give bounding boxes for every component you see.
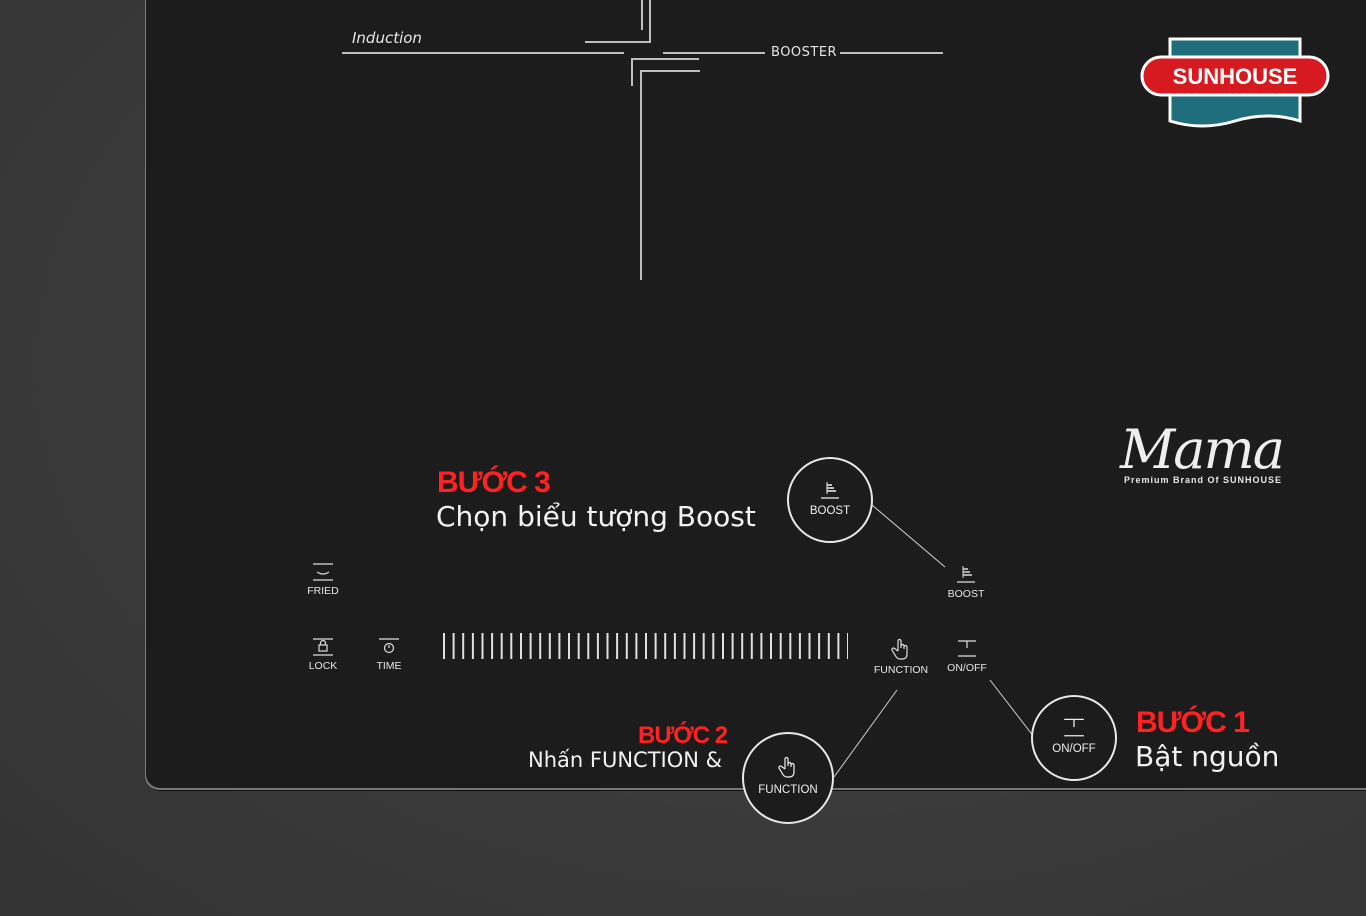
slider-segment[interactable] — [760, 633, 763, 659]
boost-label: BOOST — [947, 588, 985, 600]
boost-bars-icon — [821, 482, 839, 499]
lock-button[interactable]: LOCK — [303, 637, 343, 672]
slider-segment[interactable] — [510, 633, 513, 659]
slider-segment[interactable] — [847, 633, 849, 659]
slider-segment[interactable] — [568, 633, 570, 659]
power-icon — [1064, 718, 1084, 737]
slider-segment[interactable] — [827, 633, 830, 659]
slider-segment[interactable] — [693, 633, 696, 659]
series-tagline: Premium Brand Of SUNHOUSE — [1124, 475, 1283, 485]
slider-segment[interactable] — [520, 633, 522, 659]
fried-label: FRIED — [307, 585, 339, 597]
timer-icon — [379, 638, 399, 654]
slider-segment[interactable] — [452, 633, 455, 659]
slider-segment[interactable] — [654, 633, 657, 659]
slider-segment[interactable] — [635, 633, 638, 659]
slider-segment[interactable] — [770, 633, 772, 659]
slider-segment[interactable] — [443, 633, 445, 659]
logo-text: SUNHOUSE — [1173, 64, 1298, 89]
booster-zone-label: BOOSTER — [771, 45, 838, 60]
slider-segment[interactable] — [722, 633, 724, 659]
time-label: TIME — [376, 660, 402, 672]
slider-segment[interactable] — [808, 633, 811, 659]
fried-button[interactable]: FRIED — [303, 562, 343, 597]
time-button[interactable]: TIME — [369, 637, 409, 672]
function-button[interactable]: FUNCTION — [870, 637, 932, 676]
slider-segment[interactable] — [539, 633, 542, 659]
slider-segment[interactable] — [471, 633, 474, 659]
power-slider[interactable] — [442, 633, 849, 665]
step1-title: BƯỚC 1 — [1136, 706, 1250, 739]
slider-segment[interactable] — [837, 633, 840, 659]
slider-segment[interactable] — [750, 633, 753, 659]
slider-segment[interactable] — [596, 633, 599, 659]
sunhouse-logo: SUNHOUSE — [1140, 37, 1330, 135]
slider-segment[interactable] — [673, 633, 676, 659]
boost-button[interactable]: BOOST — [945, 563, 987, 600]
slider-segment[interactable] — [491, 633, 494, 659]
slider-segment[interactable] — [818, 633, 821, 659]
step2-function-callout: FUNCTION — [742, 732, 834, 824]
step2-text: Nhấn FUNCTION & — [528, 748, 723, 772]
step2-title: BƯỚC 2 — [638, 722, 728, 749]
boost-bars-icon — [957, 566, 975, 583]
power-icon — [958, 640, 976, 657]
step3-title: BƯỚC 3 — [437, 466, 551, 499]
slider-segment[interactable] — [529, 633, 532, 659]
slider-segment[interactable] — [548, 633, 551, 659]
pan-icon — [313, 563, 333, 581]
slider-segment[interactable] — [625, 633, 628, 659]
slider-segment[interactable] — [587, 633, 590, 659]
onoff-label: ON/OFF — [947, 662, 987, 674]
cooktop-glass-panel — [146, 0, 1366, 788]
slider-segment[interactable] — [645, 633, 647, 659]
slider-segment[interactable] — [481, 633, 484, 659]
step2-icon-label: FUNCTION — [758, 784, 818, 796]
step1-icon-label: ON/OFF — [1052, 743, 1096, 755]
series-name: Mama — [1120, 418, 1285, 481]
slider-segment[interactable] — [779, 633, 782, 659]
step3-text: Chọn biểu tượng Boost — [436, 500, 756, 533]
slider-segment[interactable] — [798, 633, 801, 659]
induction-zone-label: Induction — [352, 29, 422, 47]
lock-label: LOCK — [308, 660, 338, 672]
slider-segment[interactable] — [558, 633, 561, 659]
onoff-button[interactable]: ON/OFF — [942, 637, 992, 674]
slider-segment[interactable] — [462, 633, 465, 659]
slider-segment[interactable] — [683, 633, 686, 659]
slider-segment[interactable] — [789, 633, 792, 659]
slider-segment[interactable] — [616, 633, 619, 659]
slider-segment[interactable] — [702, 633, 705, 659]
hand-pointer-icon — [891, 638, 908, 660]
step3-icon-label: BOOST — [809, 505, 851, 517]
slider-segment[interactable] — [712, 633, 715, 659]
step1-text: Bật nguồn — [1135, 740, 1280, 773]
slider-segment[interactable] — [664, 633, 667, 659]
slider-segment[interactable] — [577, 633, 580, 659]
function-label: FUNCTION — [873, 664, 929, 676]
step1-onoff-callout: ON/OFF — [1031, 695, 1117, 781]
step3-boost-callout: BOOST — [787, 457, 873, 543]
slider-segment[interactable] — [741, 633, 744, 659]
slider-segment[interactable] — [731, 633, 734, 659]
slider-segment[interactable] — [500, 633, 503, 659]
lock-icon — [313, 638, 333, 656]
hand-pointer-icon — [778, 756, 795, 778]
slider-segment[interactable] — [606, 633, 609, 659]
